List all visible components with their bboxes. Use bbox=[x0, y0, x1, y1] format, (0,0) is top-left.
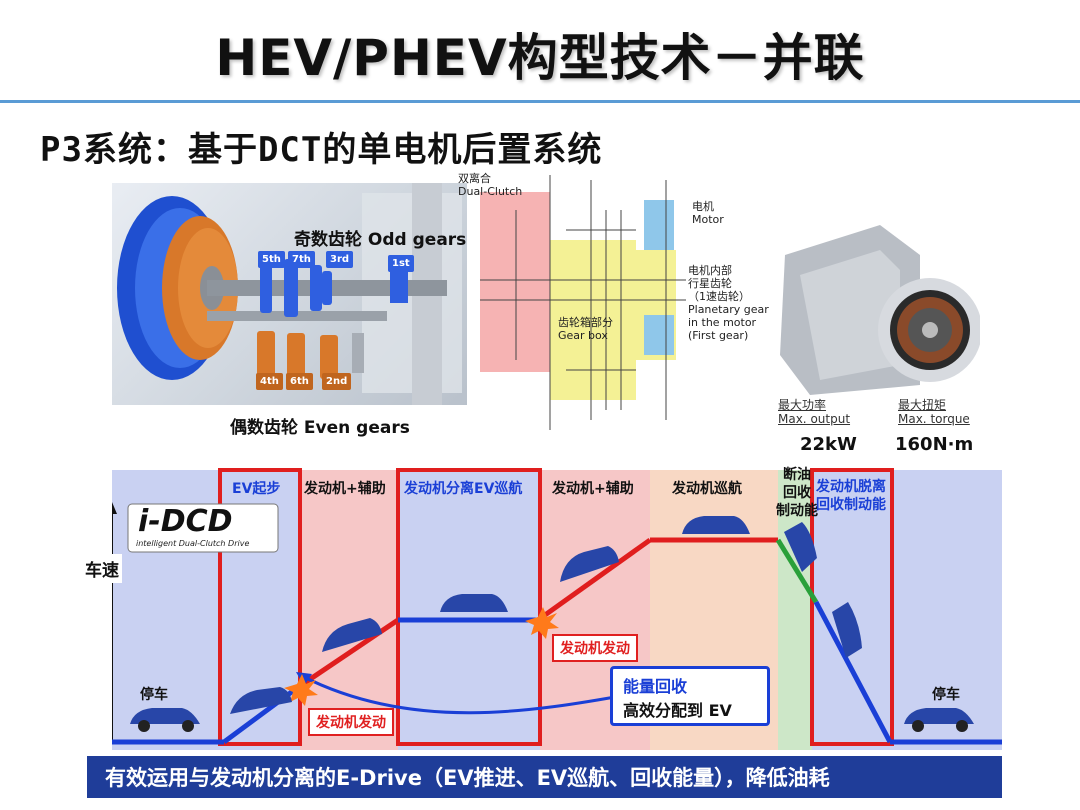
dual-clutch-label: 双离合 Dual-Clutch bbox=[458, 172, 523, 198]
page-subtitle: P3系统：基于DCT的单电机后置系统 bbox=[40, 130, 603, 170]
max-torque-value: 160N·m bbox=[895, 434, 974, 455]
y-axis-label: 车速 bbox=[82, 554, 122, 583]
max-output-value: 22kW bbox=[800, 434, 857, 455]
idcd-logo: i-DCD bbox=[138, 504, 233, 539]
gear-illustration: 5th 7th 3rd 1st 4th 6th 2nd 奇数齿轮 Odd gea… bbox=[112, 183, 467, 405]
phase-label-engine-assist-2: 发动机+辅助 bbox=[552, 481, 634, 497]
engine-start-callout-2: 发动机发动 bbox=[552, 634, 638, 662]
gear-tag-3rd: 3rd bbox=[326, 251, 354, 268]
gear-tag-6th: 6th bbox=[286, 373, 313, 390]
energy-recovery-line2: 高效分配到 EV bbox=[623, 701, 732, 720]
planetary-gear-label: 电机内部 行星齿轮 （1速齿轮） Planetary gear in the m… bbox=[688, 264, 769, 342]
phase-label-engine-cruise: 发动机巡航 bbox=[672, 481, 742, 497]
motor-illustration bbox=[770, 215, 982, 405]
motor-drawing bbox=[780, 225, 982, 395]
gear-tag-1st: 1st bbox=[388, 255, 414, 272]
max-output-spec: 最大功率 Max. output bbox=[778, 398, 850, 426]
max-output-label-en: Max. output bbox=[778, 412, 851, 426]
stop-label-start: 停车 bbox=[140, 687, 168, 703]
footer-banner: 有效运用与发动机分离的E-Drive（EV推进、EV巡航、回收能量），降低油耗 bbox=[87, 756, 1002, 798]
gear-tag-7th: 7th bbox=[288, 251, 315, 268]
title-divider bbox=[0, 100, 1080, 103]
max-torque-label-cn: 最大扭矩 bbox=[898, 398, 947, 412]
gear-tag-5th: 5th bbox=[258, 251, 285, 268]
schematic-drawing bbox=[480, 175, 686, 430]
motor-label: 电机 Motor bbox=[692, 200, 724, 226]
stop-label-end: 停车 bbox=[932, 687, 960, 703]
footer-text: 有效运用与发动机分离的E-Drive（EV推进、EV巡航、回收能量），降低油耗 bbox=[105, 766, 830, 790]
drive-mode-drawing bbox=[107, 468, 1002, 750]
gearbox-label: 齿轮箱部分 Gear box bbox=[558, 316, 613, 342]
idcd-logo-subtitle: intelligent Dual-Clutch Drive bbox=[136, 539, 250, 548]
phase-label-engine-off-regen: 发动机脱离 回收制动能 bbox=[816, 479, 886, 513]
engine-start-callout-1: 发动机发动 bbox=[308, 708, 394, 736]
drive-mode-diagram: i-DCD intelligent Dual-Clutch Drive 车速 E… bbox=[82, 462, 1002, 758]
gear-tag-4th: 4th bbox=[256, 373, 283, 390]
phase-label-ev-start: EV起步 bbox=[232, 481, 281, 497]
phase-label-ev-cruise: 发动机分离EV巡航 bbox=[404, 481, 523, 497]
phase-label-fuel-cut-regen: 断油 回收 制动能 bbox=[776, 467, 818, 519]
gear-drawing bbox=[117, 183, 462, 405]
energy-recovery-line1: 能量回收 bbox=[623, 677, 688, 696]
gear-tag-2nd: 2nd bbox=[322, 373, 352, 390]
max-output-label-cn: 最大功率 bbox=[778, 398, 827, 412]
max-torque-label-en: Max. torque bbox=[898, 412, 970, 426]
max-torque-spec: 最大扭矩 Max. torque bbox=[898, 398, 970, 426]
even-gears-label: 偶数齿轮 Even gears bbox=[230, 418, 410, 438]
odd-gears-label: 奇数齿轮 Odd gears bbox=[294, 230, 467, 250]
phase-label-engine-assist-1: 发动机+辅助 bbox=[304, 481, 386, 497]
transmission-schematic: 双离合 Dual-Clutch 齿轮箱部分 Gear box 电机 Motor … bbox=[456, 170, 776, 432]
page-title: HEV/PHEV构型技术－并联 bbox=[215, 29, 865, 87]
energy-recovery-box: 能量回收 高效分配到 EV bbox=[610, 666, 770, 726]
